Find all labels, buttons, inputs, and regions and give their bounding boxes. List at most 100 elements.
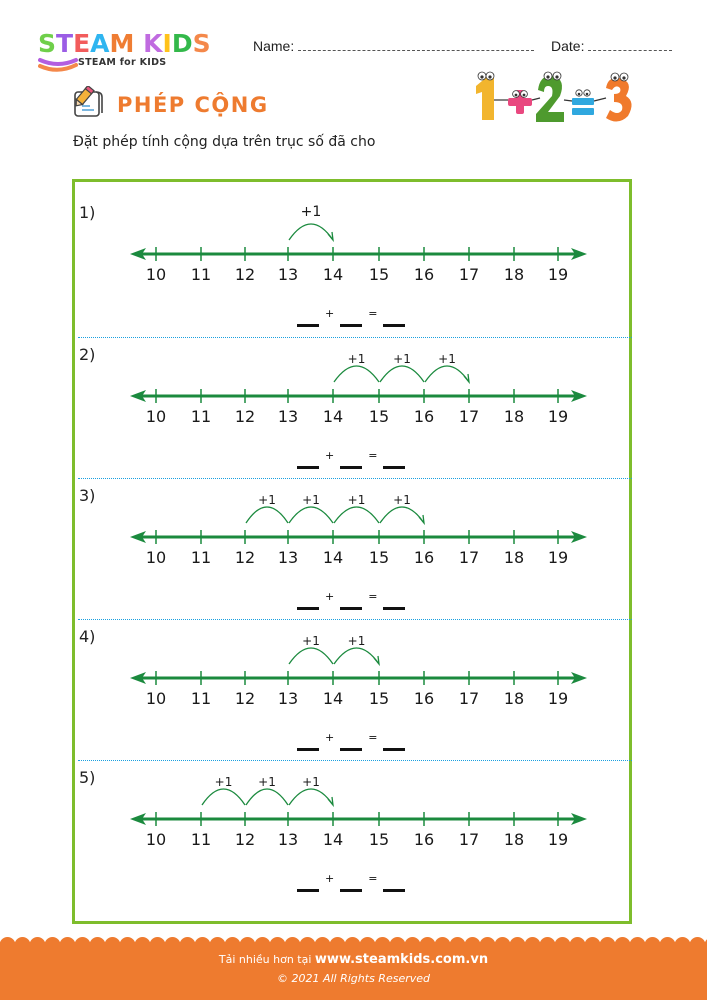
steam-kids-logo: STEAM KIDS STEAM for KIDS bbox=[38, 30, 238, 74]
date-field[interactable]: Date: bbox=[551, 38, 673, 54]
svg-text:16: 16 bbox=[414, 689, 434, 708]
equation-row: += bbox=[297, 731, 406, 756]
left-arrow-icon bbox=[130, 672, 146, 684]
svg-text:14: 14 bbox=[323, 689, 343, 708]
problem-divider bbox=[78, 760, 632, 761]
svg-text:17: 17 bbox=[459, 548, 479, 567]
plus-sign: + bbox=[325, 590, 335, 603]
svg-text:14: 14 bbox=[323, 407, 343, 426]
page-title: PHÉP CỘNG bbox=[117, 93, 269, 117]
mascot-three-icon bbox=[606, 72, 632, 122]
left-arrow-icon bbox=[130, 390, 146, 402]
logo-letter bbox=[134, 30, 143, 58]
svg-text:+1: +1 bbox=[258, 775, 276, 789]
mascot-two-icon bbox=[536, 71, 564, 122]
second-addend-blank[interactable] bbox=[340, 889, 363, 892]
svg-text:11: 11 bbox=[191, 548, 211, 567]
equals-sign: = bbox=[368, 590, 378, 603]
svg-text:17: 17 bbox=[459, 407, 479, 426]
svg-text:+1: +1 bbox=[258, 493, 276, 507]
sum-blank[interactable] bbox=[383, 889, 406, 892]
sum-blank[interactable] bbox=[383, 748, 406, 751]
first-addend-blank[interactable] bbox=[297, 466, 319, 469]
svg-text:+1: +1 bbox=[393, 352, 411, 366]
sum-blank[interactable] bbox=[383, 607, 406, 610]
footer-website-line: Tải nhiều hơn tại www.steamkids.com.vn bbox=[0, 952, 707, 967]
footer-website-link[interactable]: www.steamkids.com.vn bbox=[314, 952, 489, 967]
svg-text:+1: +1 bbox=[438, 352, 456, 366]
svg-text:17: 17 bbox=[459, 689, 479, 708]
svg-text:+1: +1 bbox=[302, 775, 320, 789]
svg-text:+1: +1 bbox=[348, 493, 366, 507]
problem-divider bbox=[78, 337, 632, 338]
second-addend-blank[interactable] bbox=[340, 324, 363, 327]
problem-number: 2) bbox=[79, 345, 96, 364]
svg-text:16: 16 bbox=[414, 407, 434, 426]
math-mascots-illustration bbox=[476, 71, 632, 122]
svg-text:13: 13 bbox=[278, 548, 298, 567]
second-addend-blank[interactable] bbox=[340, 466, 363, 469]
logo-letter: S bbox=[38, 29, 57, 58]
svg-text:11: 11 bbox=[191, 830, 211, 849]
plus-sign: + bbox=[325, 872, 335, 885]
svg-text:19: 19 bbox=[548, 689, 568, 708]
name-label: Name: bbox=[253, 38, 295, 54]
svg-text:+1: +1 bbox=[348, 634, 366, 648]
svg-text:10: 10 bbox=[146, 830, 166, 849]
svg-text:15: 15 bbox=[369, 548, 389, 567]
svg-text:10: 10 bbox=[146, 689, 166, 708]
svg-text:16: 16 bbox=[414, 548, 434, 567]
problem-number: 1) bbox=[79, 203, 96, 222]
name-blank-line[interactable] bbox=[298, 40, 535, 51]
logo-letter: K bbox=[143, 29, 163, 58]
problem-divider bbox=[78, 619, 632, 620]
svg-text:12: 12 bbox=[235, 407, 255, 426]
svg-text:12: 12 bbox=[235, 689, 255, 708]
first-addend-blank[interactable] bbox=[297, 324, 319, 327]
svg-text:+1: +1 bbox=[348, 352, 366, 366]
svg-text:19: 19 bbox=[548, 265, 568, 284]
date-blank-line[interactable] bbox=[588, 40, 673, 51]
svg-text:+1: +1 bbox=[301, 204, 322, 220]
svg-text:13: 13 bbox=[278, 689, 298, 708]
equals-sign: = bbox=[368, 449, 378, 462]
svg-text:18: 18 bbox=[504, 407, 524, 426]
plus-sign: + bbox=[325, 449, 335, 462]
right-arrow-icon bbox=[571, 248, 587, 260]
second-addend-blank[interactable] bbox=[340, 607, 363, 610]
svg-text:12: 12 bbox=[235, 265, 255, 284]
first-addend-blank[interactable] bbox=[297, 607, 319, 610]
name-field[interactable]: Name: bbox=[253, 38, 535, 54]
problem-number: 3) bbox=[79, 486, 96, 505]
footer bbox=[0, 943, 707, 1000]
sum-blank[interactable] bbox=[383, 324, 406, 327]
svg-text:15: 15 bbox=[369, 407, 389, 426]
problem-divider bbox=[78, 478, 632, 479]
equation-row: += bbox=[297, 307, 406, 332]
logo-wordmark: STEAM KIDS bbox=[38, 30, 211, 58]
equals-sign: = bbox=[368, 872, 378, 885]
left-arrow-icon bbox=[130, 813, 146, 825]
logo-letter: T bbox=[56, 29, 74, 58]
mascot-plus-icon bbox=[508, 90, 532, 114]
svg-text:+1: +1 bbox=[302, 634, 320, 648]
first-addend-blank[interactable] bbox=[297, 889, 319, 892]
logo-letter: E bbox=[73, 29, 91, 58]
svg-text:19: 19 bbox=[548, 548, 568, 567]
date-label: Date: bbox=[551, 38, 585, 54]
sum-blank[interactable] bbox=[383, 466, 406, 469]
svg-text:15: 15 bbox=[369, 830, 389, 849]
left-arrow-icon bbox=[130, 531, 146, 543]
instruction-text: Đặt phép tính cộng dựa trên trục số đã c… bbox=[73, 134, 376, 150]
logo-letter: A bbox=[90, 29, 110, 58]
first-addend-blank[interactable] bbox=[297, 748, 319, 751]
second-addend-blank[interactable] bbox=[340, 748, 363, 751]
problem-number: 4) bbox=[79, 627, 96, 646]
svg-text:13: 13 bbox=[278, 265, 298, 284]
svg-text:15: 15 bbox=[369, 689, 389, 708]
svg-text:18: 18 bbox=[504, 689, 524, 708]
logo-letter: S bbox=[192, 29, 211, 58]
